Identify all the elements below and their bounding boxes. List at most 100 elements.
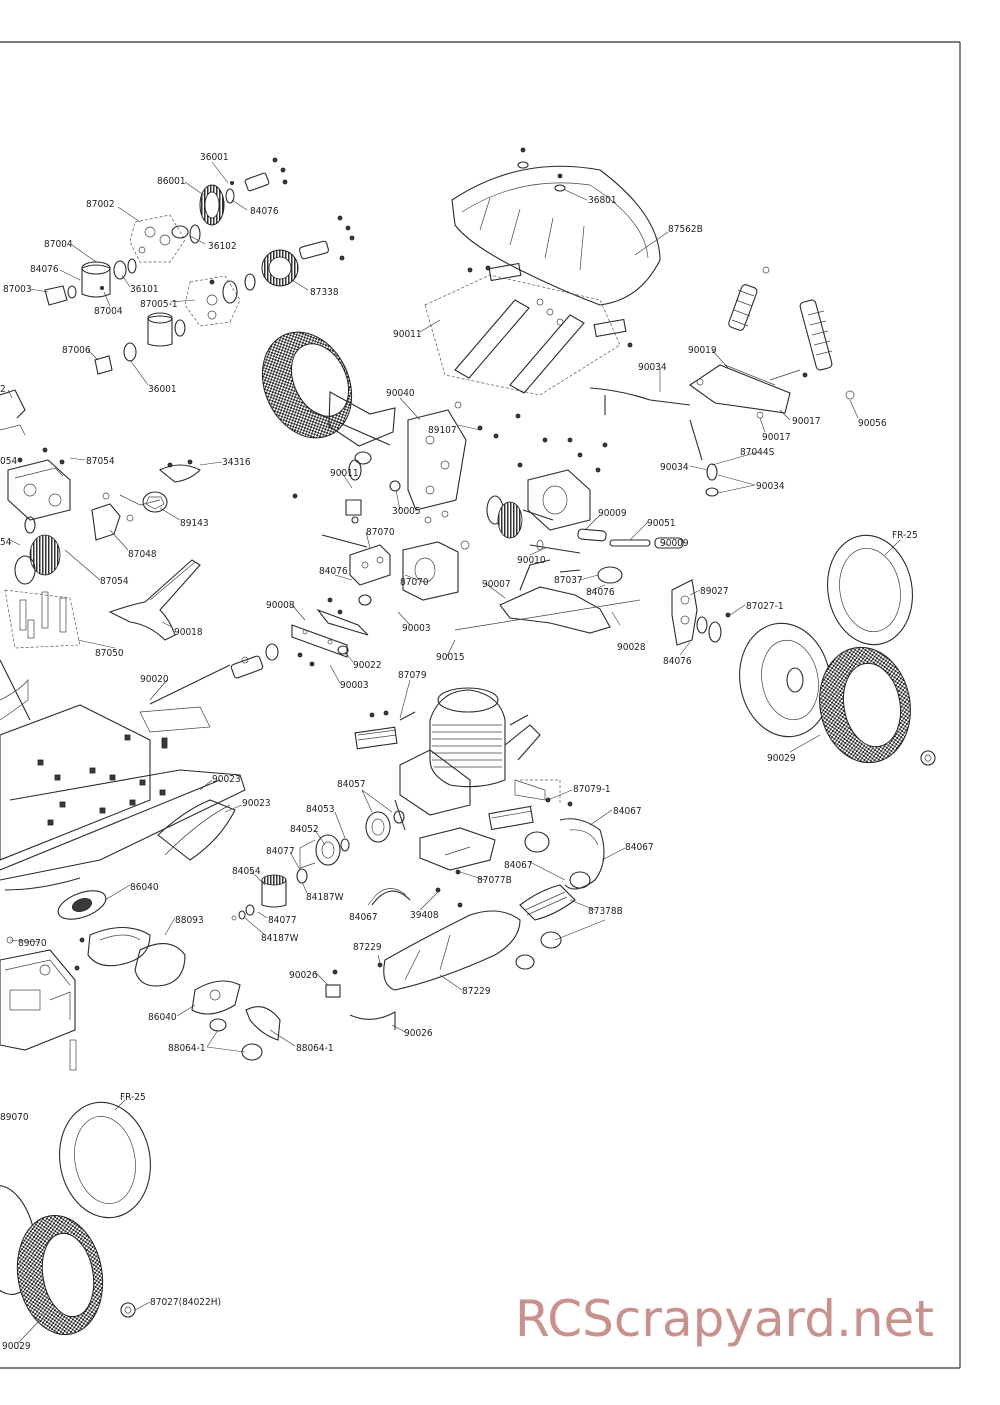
label-87077B: 87077B — [477, 875, 512, 886]
label-86001: 86001 — [157, 176, 186, 187]
label-86040: 86040 — [148, 1012, 177, 1023]
label-90029: 90029 — [2, 1341, 31, 1352]
label-34316: 34316 — [222, 457, 251, 468]
label-87378B: 87378B — [588, 906, 623, 917]
label-36101: 36101 — [130, 284, 159, 295]
rear-left-wheel-arm — [261, 331, 396, 481]
label-87004: 87004 — [94, 306, 123, 317]
engine-mounts — [354, 710, 561, 831]
shock-tower — [589, 364, 808, 497]
label-87070: 87070 — [400, 577, 429, 588]
rear-wing — [451, 147, 661, 306]
label-36102: 36102 — [208, 241, 237, 252]
label-90007: 90007 — [482, 579, 511, 590]
label-90003: 90003 — [340, 680, 369, 691]
label-90008: 90008 — [266, 600, 295, 611]
pipe-mount-plate — [419, 827, 496, 908]
front-posts — [4, 589, 81, 649]
label-87562B: 87562B — [668, 224, 703, 235]
label-90011: 90011 — [330, 468, 359, 479]
label-88064-1: 88064-1 — [296, 1043, 334, 1054]
label-87002: 87002 — [86, 199, 115, 210]
label-90034: 90034 — [660, 462, 689, 473]
center-diff-assembly — [44, 157, 355, 375]
label-90029: 90029 — [767, 753, 796, 764]
rear-arm — [454, 559, 641, 634]
label-87006: 87006 — [62, 345, 91, 356]
label-90034: 90034 — [756, 481, 785, 492]
label-87027-84022H: 87027(84022H) — [150, 1297, 221, 1308]
label-84076: 84076 — [663, 656, 692, 667]
rear-bulkhead — [407, 401, 521, 511]
suspension-mounts — [291, 480, 401, 667]
label-87048: 87048 — [128, 549, 157, 560]
rear-right-wheel — [739, 534, 936, 766]
front-wheel — [0, 1101, 151, 1336]
page-border — [0, 41, 961, 1369]
label-84077: 84077 — [268, 915, 297, 926]
label-87044S: 87044S — [740, 447, 775, 458]
label-87054: 87054 — [86, 456, 115, 467]
label-90003: 90003 — [402, 623, 431, 634]
label-88093: 88093 — [175, 915, 204, 926]
label-84067: 84067 — [625, 842, 654, 853]
label-90026: 90026 — [404, 1028, 433, 1039]
label-90034: 90034 — [638, 362, 667, 373]
label-89070: 89070 — [0, 1112, 29, 1123]
label-84187W: 84187W — [261, 933, 299, 944]
engine — [365, 687, 573, 843]
label-90020: 90020 — [140, 674, 169, 685]
label-84054: 84054 — [232, 866, 261, 877]
label-90017: 90017 — [792, 416, 821, 427]
label-90011: 90011 — [393, 329, 422, 340]
label-87003: 87003 — [3, 284, 32, 295]
label-84053: 84053 — [306, 804, 335, 815]
label-90010: 90010 — [517, 555, 546, 566]
radio-box — [0, 936, 77, 1071]
label-84076: 84076 — [30, 264, 59, 275]
label-88064-1: 88064-1 — [168, 1043, 206, 1054]
label-87027-1: 87027-1 — [746, 601, 784, 612]
center-links — [91, 459, 201, 541]
label-84067: 84067 — [504, 860, 533, 871]
label-87037: 87037 — [554, 575, 583, 586]
label-87050: 87050 — [95, 648, 124, 659]
chassis-brace — [108, 559, 201, 641]
label-36001: 36001 — [148, 384, 177, 395]
label-89027: 89027 — [700, 586, 729, 597]
clutch-assembly — [231, 834, 350, 921]
label-84187W: 84187W — [306, 892, 344, 903]
front-gearbox — [0, 389, 71, 585]
label-90026: 90026 — [289, 970, 318, 981]
label-90018: 90018 — [174, 627, 203, 638]
label-FR-25: FR-25 — [120, 1092, 146, 1103]
rear-hub-carrier — [671, 579, 731, 646]
label-87054: 87054 — [100, 576, 129, 587]
label-30005: 30005 — [392, 506, 421, 517]
label-89070: 89070 — [18, 938, 47, 949]
label-054: 054 — [0, 456, 17, 467]
label-90051: 90051 — [647, 518, 676, 529]
part-labels: 36001 86001 84076 87002 36102 87004 8407… — [0, 152, 918, 1352]
label-90009: 90009 — [598, 508, 627, 519]
label-84067: 84067 — [613, 806, 642, 817]
wing-mount — [424, 262, 633, 396]
center-driveshaft — [149, 643, 279, 705]
label-84076: 84076 — [319, 566, 348, 577]
label-36001: 36001 — [200, 152, 229, 163]
label-90009: 90009 — [660, 538, 689, 549]
label-90023: 90023 — [212, 774, 241, 785]
exhaust-system — [349, 818, 605, 1030]
label-84076: 84076 — [586, 587, 615, 598]
label-87229: 87229 — [353, 942, 382, 953]
center-bulkhead — [402, 510, 470, 601]
label-FR-25: FR-25 — [892, 530, 918, 541]
label-84077: 84077 — [266, 846, 295, 857]
label-84067: 84067 — [349, 912, 378, 923]
watermark-text: RCScrapyard.net — [515, 1290, 934, 1348]
label-87338: 87338 — [310, 287, 339, 298]
label-87070: 87070 — [366, 527, 395, 538]
label-90040: 90040 — [386, 388, 415, 399]
rear-shocks — [728, 266, 855, 400]
